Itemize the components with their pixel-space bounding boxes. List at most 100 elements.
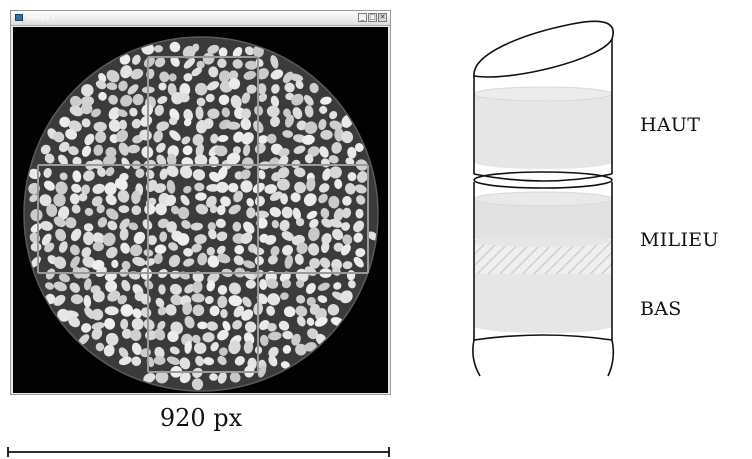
sand-grain (30, 223, 42, 233)
label-haut: HAUT (640, 114, 701, 136)
sand-grain (91, 108, 101, 118)
close-button[interactable]: ✕ (378, 13, 387, 22)
sand-grain (246, 207, 256, 219)
sand-grain (156, 121, 170, 131)
sand-grain (140, 115, 153, 127)
sand-grain (240, 169, 251, 180)
sand-grain (354, 184, 367, 194)
sand-grain (157, 320, 166, 331)
sand-grain (191, 243, 202, 253)
sand-grain (58, 141, 70, 153)
sand-grain (168, 117, 178, 126)
sand-grain (232, 59, 243, 69)
sand-grain (119, 218, 130, 230)
sand-grain (230, 95, 242, 109)
sand-grain (245, 60, 258, 70)
sand-grain (108, 94, 118, 105)
sand-grain (118, 205, 130, 214)
sand-grain (182, 145, 193, 156)
sand-grain (96, 204, 105, 214)
sand-grain (165, 194, 177, 206)
sand-grain (169, 41, 181, 53)
sand-grain (242, 296, 252, 308)
sand-grain (344, 183, 356, 195)
sand-grain (202, 52, 215, 65)
sand-grain (228, 204, 241, 215)
sand-grain (91, 196, 103, 207)
sand-grain (159, 71, 170, 83)
sand-grain (195, 203, 209, 215)
minimize-button[interactable]: _ (358, 13, 367, 22)
sand-grain (83, 231, 95, 246)
sand-grain (83, 295, 92, 308)
maximize-button[interactable]: □ (368, 13, 377, 22)
sand-grain (105, 280, 118, 293)
column-diagram (472, 20, 615, 377)
sand-grain (183, 118, 192, 127)
sand-grain (153, 253, 163, 265)
sand-grain (304, 105, 314, 118)
sand-grain (131, 356, 142, 366)
sand-grain (333, 208, 344, 222)
sand-grain (353, 232, 363, 243)
sand-grain (270, 246, 280, 257)
sand-grain (367, 231, 378, 241)
sand-grain (98, 91, 107, 101)
sand-grain (117, 295, 127, 305)
sand-grain (108, 107, 121, 120)
sand-grain (131, 318, 144, 331)
sand-grain (181, 220, 191, 229)
sand-grain (266, 133, 277, 144)
sand-grain (105, 146, 117, 158)
image-window: Image 1 _ □ ✕ (10, 10, 391, 395)
sand-grain (183, 108, 194, 122)
sand-grain (281, 279, 292, 289)
sand-grain (292, 207, 301, 221)
sand-grain (279, 219, 290, 232)
sand-grain (296, 279, 305, 288)
sand-grain (206, 195, 217, 208)
sand-grain (53, 294, 66, 306)
sand-grain (291, 93, 304, 106)
sand-grain (228, 182, 239, 193)
sand-grain (309, 218, 319, 229)
window-titlebar[interactable]: Image 1 _ □ ✕ (11, 11, 390, 26)
sand-grain (153, 130, 163, 143)
sand-grain (154, 244, 167, 255)
sand-grain (30, 209, 43, 222)
sand-grain (184, 340, 193, 354)
sand-grain (167, 83, 177, 96)
sand-grain (154, 328, 166, 341)
sand-grain (232, 146, 241, 155)
sand-grain (81, 145, 92, 157)
sand-grain (243, 260, 256, 269)
sand-grain (118, 347, 129, 358)
sand-grain (168, 254, 181, 268)
sand-grain (304, 121, 318, 134)
sand-grain (192, 304, 205, 317)
sand-grain (102, 232, 116, 247)
sand-grain (329, 120, 343, 131)
window-app-icon (15, 14, 23, 21)
sand-grain (157, 306, 167, 316)
sand-grain (243, 340, 254, 354)
sand-grain (203, 118, 214, 129)
sand-grain (217, 355, 227, 366)
sand-grain (143, 56, 155, 68)
sand-grain (107, 290, 121, 302)
sand-grain (194, 82, 208, 96)
sand-grain (278, 148, 290, 158)
sand-grain (65, 310, 79, 318)
sand-grain (318, 118, 327, 131)
sand-grain (207, 222, 216, 231)
sand-grain (228, 77, 241, 90)
sand-grain (259, 334, 269, 346)
sand-grain (182, 302, 193, 315)
sand-grain (131, 190, 141, 205)
sand-grain (229, 372, 241, 383)
sand-grain (147, 235, 157, 246)
sand-grain (285, 114, 294, 128)
sand-grain (228, 282, 241, 295)
sand-grain (29, 194, 39, 203)
sand-grain (105, 194, 117, 206)
